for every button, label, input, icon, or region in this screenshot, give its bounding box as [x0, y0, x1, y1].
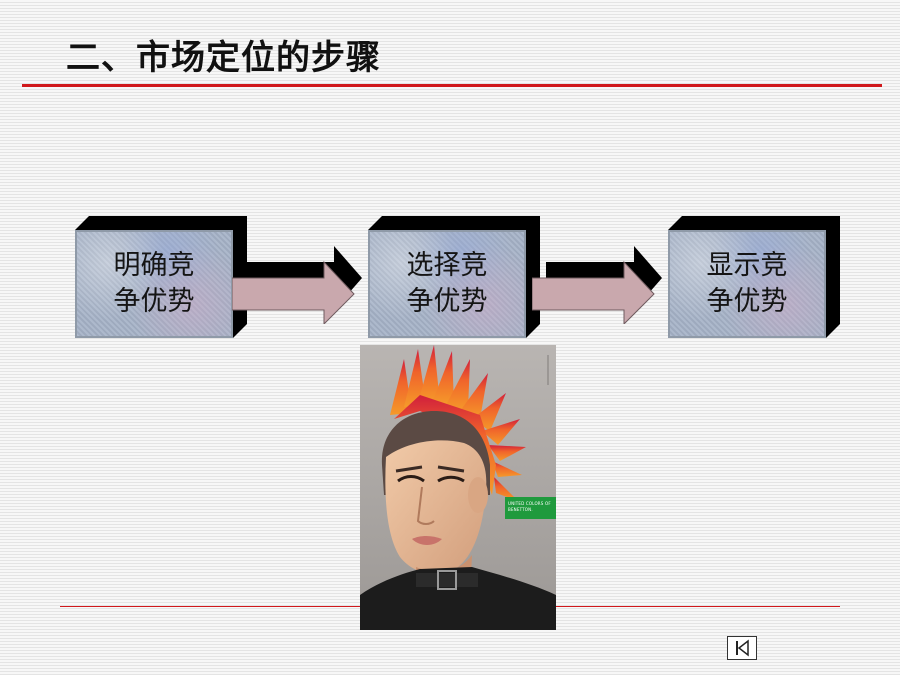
- page-title: 二、市场定位的步骤: [66, 38, 381, 78]
- nav-first-slide-button[interactable]: [727, 636, 757, 660]
- arrow-right-icon: [232, 246, 362, 324]
- step-box: 明确竞争优势: [75, 230, 233, 338]
- skip-to-first-icon: [736, 639, 749, 657]
- step-box: 选择竞争优势: [368, 230, 526, 338]
- step-box: 显示竞争优势: [668, 230, 826, 338]
- title-divider: [22, 84, 882, 87]
- process-step-2: 选择竞争优势: [368, 216, 540, 338]
- step-label: 明确竞争优势: [113, 250, 195, 317]
- portrait-illustration: [360, 345, 556, 630]
- step-label: 选择竞争优势: [406, 250, 488, 317]
- arrow-right-icon: [532, 246, 662, 324]
- process-step-3: 显示竞争优势: [668, 216, 840, 338]
- benetton-logo-badge: UNITED COLORS OF BENETTON.: [505, 497, 556, 519]
- step-label: 显示竞争优势: [706, 250, 788, 317]
- process-step-1: 明确竞争优势: [75, 216, 247, 338]
- benetton-ad-photo: UNITED COLORS OF BENETTON.: [360, 345, 556, 630]
